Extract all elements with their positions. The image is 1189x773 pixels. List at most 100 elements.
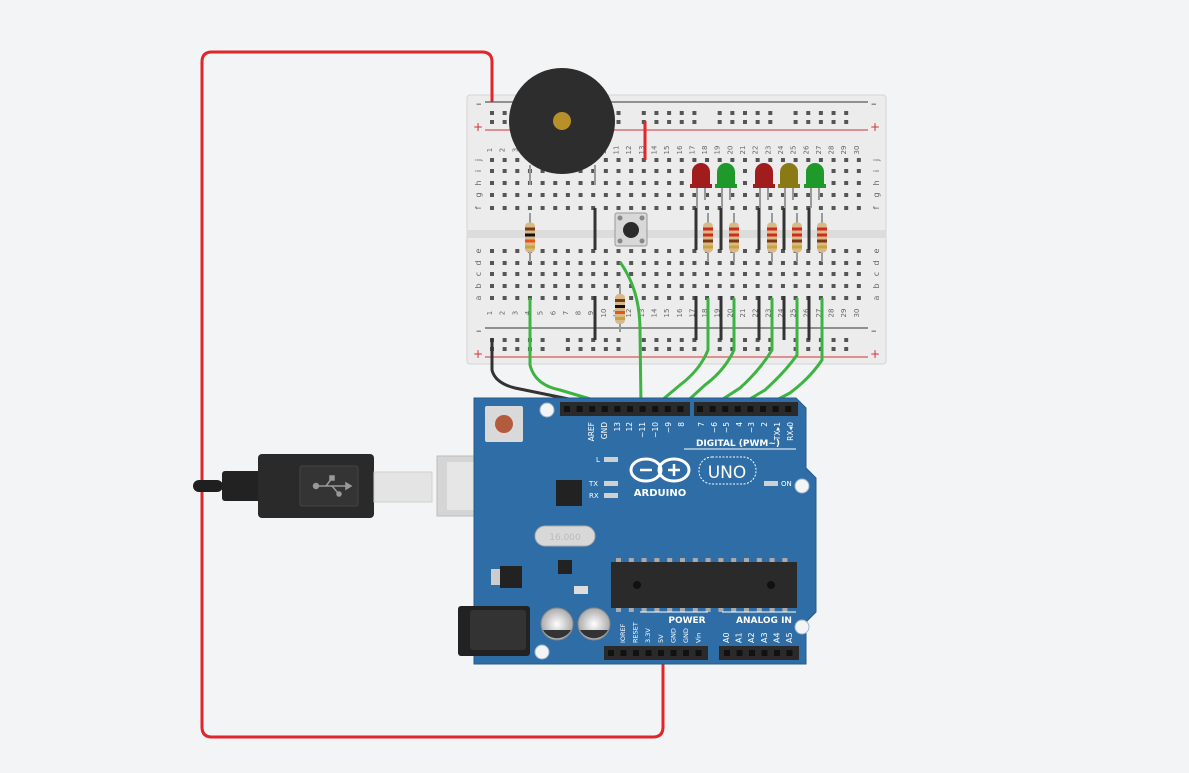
breadboard-hole[interactable] (641, 181, 646, 185)
breadboard-hole[interactable] (502, 284, 507, 288)
breadboard-hole[interactable] (591, 284, 596, 288)
power-socket[interactable] (645, 650, 652, 656)
breadboard-hole[interactable] (578, 181, 583, 185)
breadboard-hole[interactable] (667, 158, 672, 162)
breadboard-hole[interactable] (743, 272, 747, 276)
breadboard-hole[interactable] (565, 261, 570, 265)
breadboard-hole[interactable] (565, 249, 570, 253)
breadboard-hole[interactable] (768, 261, 773, 265)
breadboard-hole[interactable] (844, 284, 849, 288)
breadboard-hole[interactable] (490, 158, 494, 162)
breadboard-hole[interactable] (667, 296, 672, 300)
breadboard-hole[interactable] (616, 284, 621, 288)
breadboard-hole[interactable] (755, 249, 760, 253)
breadboard-hole[interactable] (654, 169, 659, 173)
breadboard-hole[interactable] (553, 296, 558, 300)
breadboard-hole[interactable] (806, 261, 811, 265)
rail-hole[interactable] (730, 111, 735, 115)
breadboard-hole[interactable] (490, 284, 494, 288)
led-body[interactable] (780, 163, 798, 188)
rail-hole[interactable] (603, 347, 608, 351)
breadboard-hole[interactable] (502, 249, 507, 253)
rail-hole[interactable] (490, 120, 494, 124)
rail-hole[interactable] (831, 347, 836, 351)
breadboard-hole[interactable] (616, 158, 621, 162)
breadboard-hole[interactable] (755, 261, 760, 265)
digital-socket[interactable] (709, 406, 716, 412)
analog-socket[interactable] (786, 650, 793, 656)
breadboard-hole[interactable] (667, 284, 672, 288)
analog-socket[interactable] (724, 650, 730, 656)
breadboard-hole[interactable] (629, 169, 634, 173)
breadboard-hole[interactable] (856, 249, 861, 253)
rail-hole[interactable] (591, 347, 596, 351)
breadboard-hole[interactable] (502, 272, 507, 276)
breadboard-hole[interactable] (705, 193, 710, 197)
breadboard-hole[interactable] (856, 206, 861, 210)
breadboard-hole[interactable] (641, 261, 646, 265)
breadboard-hole[interactable] (844, 181, 849, 185)
breadboard-hole[interactable] (667, 193, 672, 197)
breadboard-hole[interactable] (654, 272, 659, 276)
breadboard-hole[interactable] (591, 261, 596, 265)
rail-hole[interactable] (641, 111, 646, 115)
rail-hole[interactable] (616, 111, 621, 115)
rail-hole[interactable] (692, 347, 697, 351)
breadboard-hole[interactable] (603, 206, 608, 210)
breadboard-hole[interactable] (818, 272, 823, 276)
breadboard-hole[interactable] (641, 249, 646, 253)
breadboard-hole[interactable] (667, 169, 672, 173)
breadboard-hole[interactable] (768, 193, 773, 197)
rail-hole[interactable] (844, 347, 849, 351)
breadboard-hole[interactable] (755, 272, 760, 276)
breadboard-hole[interactable] (679, 193, 684, 197)
breadboard-hole[interactable] (692, 158, 697, 162)
breadboard-hole[interactable] (844, 272, 849, 276)
rail-hole[interactable] (502, 347, 507, 351)
breadboard-hole[interactable] (743, 249, 747, 253)
bottom-sockets[interactable] (608, 650, 793, 656)
breadboard-hole[interactable] (540, 284, 545, 288)
digital-sockets[interactable] (564, 406, 792, 412)
power-socket[interactable] (620, 650, 627, 656)
breadboard-hole[interactable] (768, 158, 773, 162)
resistor-led-5[interactable] (817, 213, 827, 262)
breadboard-hole[interactable] (591, 181, 596, 185)
digital-socket[interactable] (576, 406, 583, 412)
breadboard-hole[interactable] (629, 158, 634, 162)
rail-hole[interactable] (667, 347, 672, 351)
rail-hole[interactable] (806, 120, 811, 124)
digital-socket[interactable] (601, 406, 608, 412)
rail-hole[interactable] (768, 338, 773, 342)
rail-hole[interactable] (768, 111, 773, 115)
breadboard-hole[interactable] (553, 261, 558, 265)
breadboard-hole[interactable] (705, 158, 710, 162)
led-green[interactable] (804, 163, 826, 208)
breadboard-hole[interactable] (743, 169, 747, 173)
breadboard-hole[interactable] (591, 169, 596, 173)
breadboard-hole[interactable] (755, 193, 760, 197)
breadboard-hole[interactable] (603, 158, 608, 162)
led-red[interactable] (753, 163, 775, 208)
breadboard-hole[interactable] (578, 272, 583, 276)
breadboard-hole[interactable] (490, 206, 494, 210)
breadboard-hole[interactable] (629, 272, 634, 276)
breadboard-hole[interactable] (490, 169, 494, 173)
rail-hole[interactable] (844, 338, 849, 342)
breadboard-hole[interactable] (641, 169, 646, 173)
breadboard-hole[interactable] (743, 261, 747, 265)
breadboard-hole[interactable] (806, 158, 811, 162)
buzzer-signal-wire[interactable] (528, 298, 615, 408)
rail-hole[interactable] (692, 120, 697, 124)
breadboard-hole[interactable] (743, 193, 747, 197)
breadboard-hole[interactable] (717, 158, 722, 162)
breadboard-hole[interactable] (856, 272, 861, 276)
breadboard-hole[interactable] (565, 181, 570, 185)
breadboard-hole[interactable] (578, 296, 583, 300)
rail-hole[interactable] (616, 120, 621, 124)
breadboard-hole[interactable] (490, 296, 494, 300)
led-group[interactable] (690, 163, 826, 208)
breadboard-hole[interactable] (591, 206, 596, 210)
digital-socket[interactable] (664, 406, 671, 412)
